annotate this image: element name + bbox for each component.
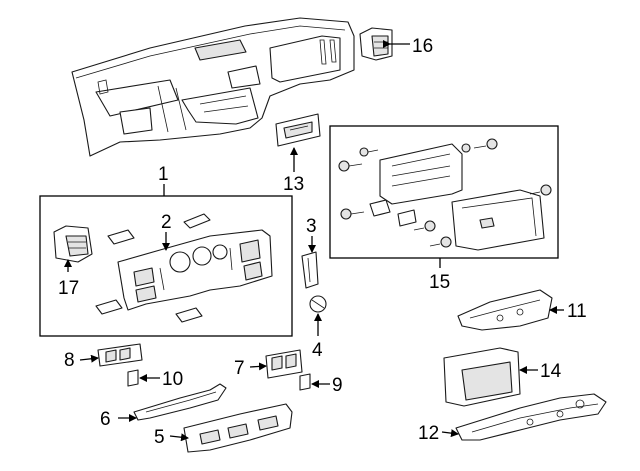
center-bezel	[443, 347, 521, 407]
knob-part-4	[309, 295, 327, 313]
trim-strip-6	[133, 383, 227, 421]
switch-panel-8	[97, 343, 143, 367]
air-vent-right	[359, 27, 393, 61]
glove-box-group-box	[329, 125, 559, 259]
callout-labels: 16 13 1 2 3 4 17 15 11 14 12 8 10 7 9 6 …	[58, 36, 587, 448]
callout-3: 3	[306, 216, 317, 237]
air-vent-left	[53, 225, 93, 263]
lower-tray	[457, 289, 553, 331]
callout-6: 6	[100, 409, 111, 430]
trim-panel-5	[183, 403, 293, 453]
callout-14: 14	[540, 361, 562, 382]
callout-1: 1	[158, 164, 169, 185]
lower-cover	[455, 393, 607, 441]
dashboard-panel	[71, 17, 355, 157]
callout-5: 5	[154, 427, 165, 448]
callout-15: 15	[429, 272, 450, 293]
callout-17: 17	[58, 278, 79, 299]
callout-12: 12	[418, 423, 439, 444]
bezel-bracket	[275, 113, 321, 147]
callout-4: 4	[312, 340, 323, 361]
bolt-set	[338, 138, 552, 248]
bracket-part-3	[301, 251, 319, 289]
clip-set	[95, 213, 211, 323]
clip-part-9	[299, 373, 311, 391]
callout-16: 16	[412, 36, 433, 57]
glove-box-door	[451, 189, 545, 251]
cluster-group-box	[39, 195, 293, 337]
callout-7: 7	[234, 358, 245, 379]
clip-part-10	[127, 369, 139, 387]
glove-box-bracket	[379, 143, 463, 205]
instrument-panel-bezel	[117, 229, 273, 311]
callout-10: 10	[162, 369, 183, 390]
small-clips	[369, 199, 417, 227]
callout-13: 13	[283, 174, 304, 195]
callout-8: 8	[64, 350, 75, 371]
callout-2: 2	[161, 212, 172, 233]
callout-9: 9	[332, 375, 343, 396]
switch-panel-7	[265, 349, 303, 379]
callout-11: 11	[567, 301, 587, 322]
leader-lines	[64, 40, 564, 442]
